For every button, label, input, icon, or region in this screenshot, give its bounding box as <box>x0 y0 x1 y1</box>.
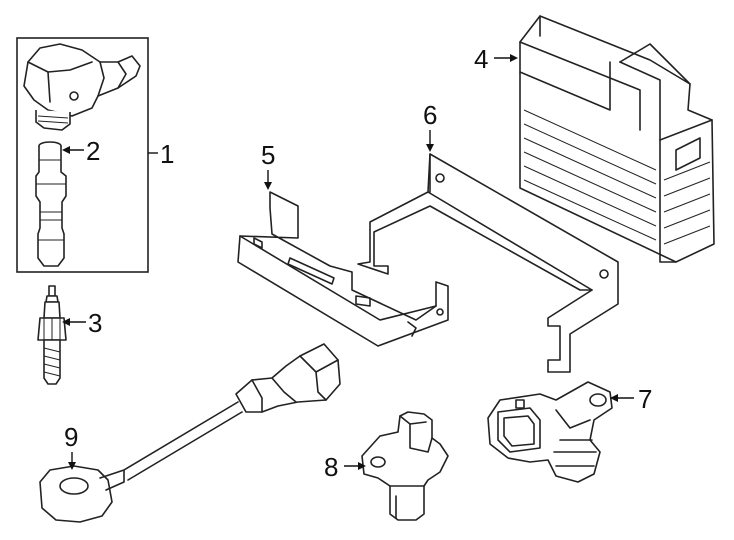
coil-boot-icon <box>35 141 67 267</box>
callout-3: 3 <box>62 308 102 338</box>
callout-label: 6 <box>423 100 437 130</box>
callout-label: 1 <box>160 139 174 169</box>
engine-control-module-icon[interactable] <box>519 15 715 263</box>
callout-label: 9 <box>64 422 78 452</box>
mounting-bracket-icon[interactable] <box>357 153 619 373</box>
callout-label: 5 <box>261 140 275 170</box>
callout-1: 1 <box>148 139 174 169</box>
callout-label: 4 <box>474 44 488 74</box>
ignition-coil-kit[interactable] <box>16 37 149 273</box>
callout-label: 8 <box>324 452 338 482</box>
callout-5: 5 <box>261 140 275 190</box>
callout-label: 3 <box>88 308 102 338</box>
callout-9: 9 <box>64 422 78 470</box>
ignition-coil-icon <box>23 43 141 131</box>
callout-8: 8 <box>324 452 366 482</box>
callout-2: 2 <box>62 136 100 166</box>
module-bracket-icon[interactable] <box>237 191 449 347</box>
callout-6: 6 <box>423 100 437 152</box>
knock-sensor-icon[interactable] <box>39 343 341 523</box>
crank-sensor-icon[interactable] <box>361 411 449 521</box>
callout-7: 7 <box>610 384 652 414</box>
callout-4: 4 <box>474 44 518 74</box>
kit-frame <box>16 37 149 273</box>
camshaft-sensor-icon[interactable] <box>487 381 613 483</box>
spark-plug-icon[interactable] <box>37 285 67 385</box>
callout-label: 7 <box>638 384 652 414</box>
callout-label: 2 <box>86 136 100 166</box>
